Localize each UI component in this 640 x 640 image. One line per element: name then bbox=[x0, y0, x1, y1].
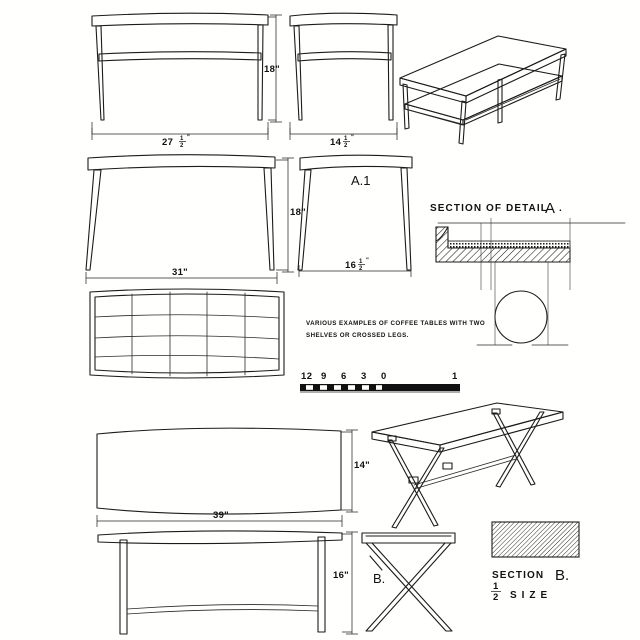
scale-tick-12: 12 bbox=[301, 371, 313, 382]
section-b-swatch: SECTION B. 1 2 S I Z E bbox=[491, 521, 580, 603]
dimension-label-18-upper: 18" bbox=[264, 64, 280, 75]
section-b-scale-word: S I Z E bbox=[510, 590, 548, 601]
dimension-width-27half: 27 1 2 " bbox=[91, 122, 269, 149]
section-of-detail-a: SECTION OF DETAIL A . bbox=[430, 200, 626, 346]
graphic-scale-bar: 12 9 6 3 0 1 bbox=[300, 371, 460, 393]
svg-text:1: 1 bbox=[180, 136, 184, 142]
dimension-label-27half: 27 1 2 " bbox=[162, 135, 190, 149]
svg-text:2: 2 bbox=[359, 266, 363, 272]
grid-shelf-plan-view bbox=[89, 288, 285, 379]
dimension-height-18-upper: 18" bbox=[264, 14, 282, 123]
detail-reference-a1: A.1 bbox=[351, 173, 371, 188]
dimension-label-14half: 14 1 2 " bbox=[330, 135, 354, 149]
dimension-label-16: 16" bbox=[333, 570, 349, 581]
section-a-heading-letter: A bbox=[545, 200, 555, 217]
front-elevation-two-shelf-table bbox=[91, 12, 269, 121]
svg-text:2: 2 bbox=[493, 592, 499, 603]
dimension-width-31: 31" bbox=[85, 267, 278, 284]
caption-line-2: SHELVES OR CROSSED LEGS. bbox=[306, 332, 409, 339]
svg-text:1: 1 bbox=[344, 136, 348, 142]
svg-text:27: 27 bbox=[162, 137, 173, 148]
scale-tick-0: 0 bbox=[381, 371, 387, 382]
svg-text:1: 1 bbox=[359, 259, 363, 265]
svg-text:1: 1 bbox=[493, 581, 499, 592]
scale-tick-9: 9 bbox=[321, 371, 327, 382]
dimension-depth-14: 14" bbox=[341, 429, 370, 513]
dimension-label-18-middle: 18" bbox=[290, 207, 306, 218]
perspective-two-shelf-table bbox=[399, 35, 567, 145]
dimension-label-31: 31" bbox=[172, 267, 188, 278]
dimension-length-39: 39" bbox=[96, 510, 343, 527]
dimension-width-14half: 14 1 2 " bbox=[289, 122, 398, 149]
scale-tick-1-right: 1 bbox=[452, 371, 458, 382]
plate-caption: VARIOUS EXAMPLES OF COFFEE TABLES WITH T… bbox=[306, 320, 485, 339]
svg-text:14: 14 bbox=[330, 137, 342, 148]
detail-reference-b: B. bbox=[373, 571, 385, 586]
side-elevation-two-shelf-table bbox=[289, 12, 398, 121]
bench-front-elevation bbox=[97, 530, 343, 635]
dimension-label-14: 14" bbox=[354, 460, 370, 471]
section-b-heading: SECTION bbox=[492, 570, 544, 581]
dimension-label-16half: 16 1 2 " bbox=[345, 258, 369, 272]
svg-text:": " bbox=[366, 258, 369, 264]
svg-text:2: 2 bbox=[344, 143, 348, 149]
end-view-x-leg-bench: B. bbox=[361, 532, 456, 632]
dimension-width-16half: 16 1 2 " bbox=[298, 258, 412, 277]
dimension-height-18-middle: 18" bbox=[276, 157, 306, 273]
side-elevation-tapered-leg-table: A.1 bbox=[297, 154, 413, 271]
front-elevation-tapered-leg-table bbox=[85, 154, 276, 271]
section-b-heading-letter: B. bbox=[555, 567, 569, 584]
svg-text:": " bbox=[187, 135, 190, 141]
section-a-heading: SECTION OF DETAIL bbox=[430, 203, 548, 214]
scale-tick-6: 6 bbox=[341, 371, 347, 382]
svg-text:16: 16 bbox=[345, 260, 356, 271]
scale-tick-3: 3 bbox=[361, 371, 367, 382]
caption-line-1: VARIOUS EXAMPLES OF COFFEE TABLES WITH T… bbox=[306, 320, 485, 327]
section-a-heading-period: . bbox=[559, 203, 563, 214]
svg-text:2: 2 bbox=[180, 143, 184, 149]
dimension-label-39: 39" bbox=[213, 510, 229, 521]
perspective-x-leg-bench bbox=[371, 402, 564, 529]
svg-text:": " bbox=[351, 135, 354, 141]
section-b-scale-fraction: 1 2 bbox=[491, 581, 501, 603]
dimension-height-16: 16" bbox=[333, 531, 358, 635]
